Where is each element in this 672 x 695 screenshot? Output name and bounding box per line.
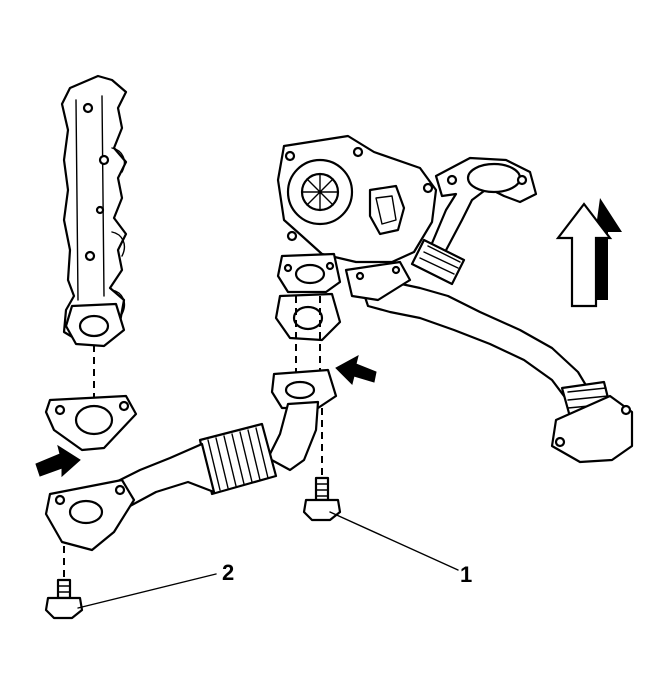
left-arrow-icon: [335, 355, 377, 385]
leader-line-2: [77, 573, 217, 609]
left-exhaust-manifold: [60, 74, 128, 348]
crossover-pipe: [44, 368, 338, 552]
turbo-outlet-pipe: [358, 156, 634, 464]
bolt-2: [44, 578, 84, 620]
left-gasket: [44, 394, 138, 452]
right-arrow-icon: [35, 444, 81, 478]
leader-line-1: [329, 511, 459, 571]
bolt-1: [302, 476, 342, 522]
center-flange-upper: [276, 252, 412, 302]
turbocharger: [276, 134, 438, 264]
up-arrow-icon: [555, 198, 622, 308]
center-gasket: [274, 292, 342, 342]
callout-label-2: 2: [222, 560, 234, 585]
callout-label-1: 1: [460, 562, 472, 587]
